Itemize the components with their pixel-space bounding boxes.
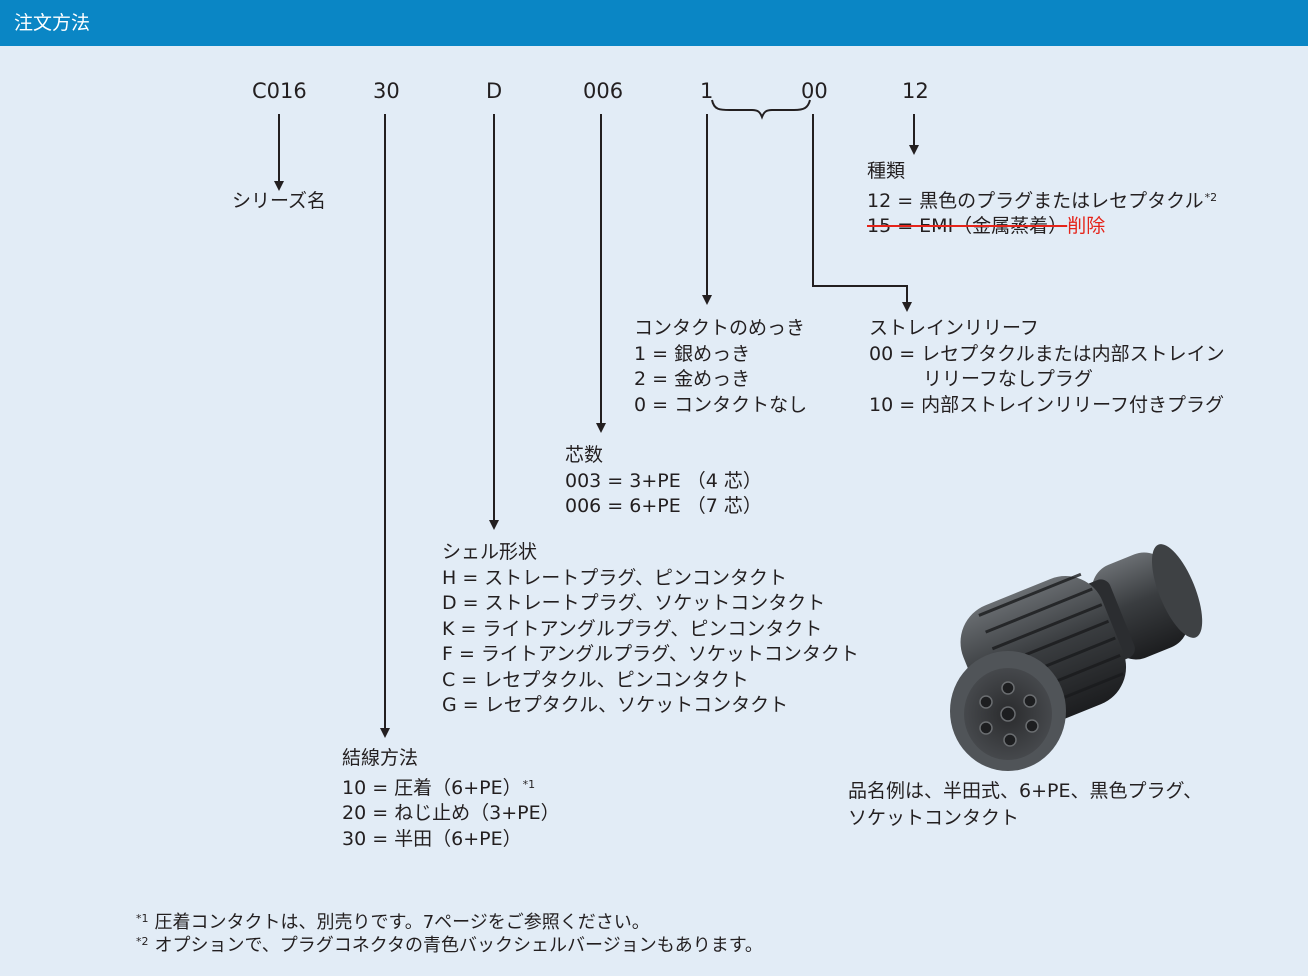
cores-block: 芯数 003 = 3+PE （4 芯） 006 = 6+PE （7 芯） <box>565 444 762 517</box>
photo-caption: 品名例は、半田式、6+PE、黒色プラグ、 ソケットコンタクト <box>848 780 1203 829</box>
type-heading: 種類 <box>867 160 906 182</box>
deleted-label: 削除 <box>1067 215 1106 237</box>
shell-block: シェル形状 H = ストレートプラグ、ピンコンタクト D = ストレートプラグ、… <box>442 541 859 716</box>
arrow-strain <box>812 114 912 312</box>
code-cores: 006 <box>583 79 624 103</box>
type-item-15: 15 = EMI（金属蒸着）削除 <box>867 215 1106 237</box>
strain-heading: ストレインリリーフ <box>869 317 1039 339</box>
code-shell: D <box>486 79 503 103</box>
code-wiring: 30 <box>373 79 400 103</box>
type-item-12: 12 = 黒色のプラグまたはレセプタクル*2 <box>867 189 1218 212</box>
wiring-block: 結線方法 10 = 圧着（6+PE）*1 20 = ねじ止め（3+PE） 30 … <box>342 747 560 850</box>
type-block: 種類 12 = 黒色のプラグまたはレセプタクル*2 15 = EMI（金属蒸着）… <box>867 159 1217 240</box>
shell-heading: シェル形状 <box>442 541 538 563</box>
plating-heading: コンタクトのめっき <box>634 317 806 339</box>
strain-block: ストレインリリーフ 00 = レセプタクルまたは内部ストレイン リリーフなしプラ… <box>869 317 1225 416</box>
brace <box>711 99 811 120</box>
series-label: シリーズ名 <box>232 190 327 212</box>
section-header: 注文方法 <box>0 0 1308 46</box>
code-series: C016 <box>252 79 307 103</box>
code-type: 12 <box>902 79 929 103</box>
plating-block: コンタクトのめっき 1 = 銀めっき 2 = 金めっき 0 = コンタクトなし <box>634 317 808 416</box>
code-plating: 1 <box>700 79 714 103</box>
section-title: 注文方法 <box>14 12 91 34</box>
cores-heading: 芯数 <box>565 444 604 466</box>
wiring-heading: 結線方法 <box>342 747 419 769</box>
connector-photo <box>950 544 1203 771</box>
code-strain: 00 <box>801 79 828 103</box>
